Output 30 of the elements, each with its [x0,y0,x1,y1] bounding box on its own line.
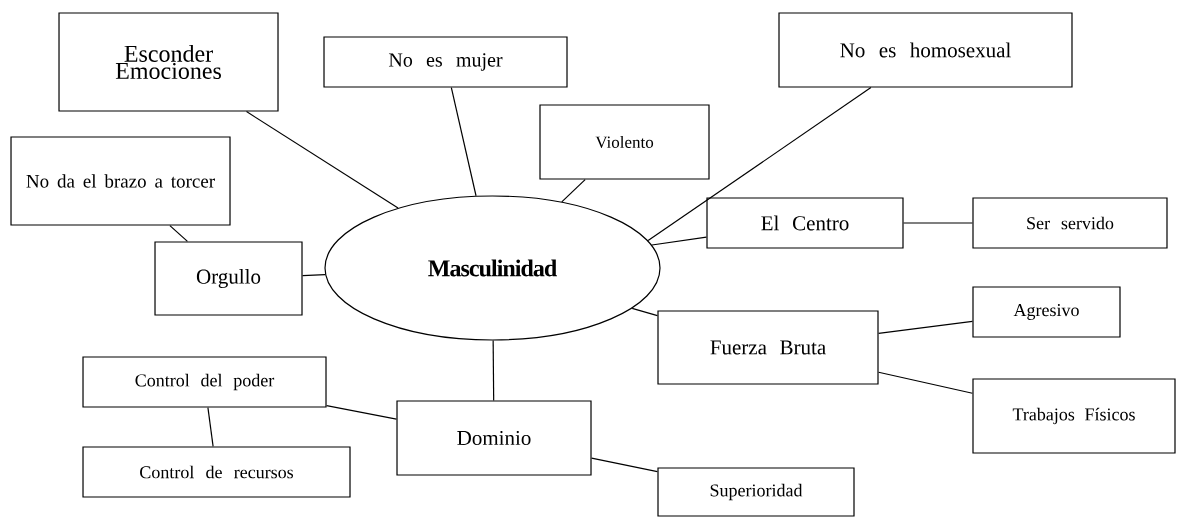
concept-box: Dominio [396,400,592,476]
connector-line [326,404,397,420]
concept-box: Orgullo [154,241,303,316]
concept-box: No es homosexual [778,12,1073,88]
connector-line [631,307,658,317]
concept-box: Agresivo [972,286,1121,338]
concept-box: Superioridad [657,467,855,517]
connector-line [561,179,586,203]
concept-box: El Centro [706,197,904,249]
connector-line [492,340,495,401]
connector-line [169,225,189,242]
connector-line [207,407,214,447]
concept-box: Esconder Emociones [58,12,279,112]
concept-box: Ser servido [972,197,1168,249]
concept-box: Fuerza Bruta [657,310,879,385]
concept-box: No es mujer [323,36,568,88]
connector-line [647,87,872,242]
concept-box: Control del poder [82,356,327,408]
connector-line [302,274,326,277]
connector-line [651,236,707,246]
concept-box: Violento [539,104,710,180]
concept-box: No da el brazo a torcer [10,136,231,226]
concept-box: Trabajos Físicos [972,378,1176,454]
connector-line [878,320,973,335]
connector-line [878,371,973,394]
connector-line [245,111,399,209]
concept-box: Control de recursos [82,446,351,498]
connector-line [591,457,658,473]
connector-line [450,87,477,197]
connector-line [903,222,973,224]
